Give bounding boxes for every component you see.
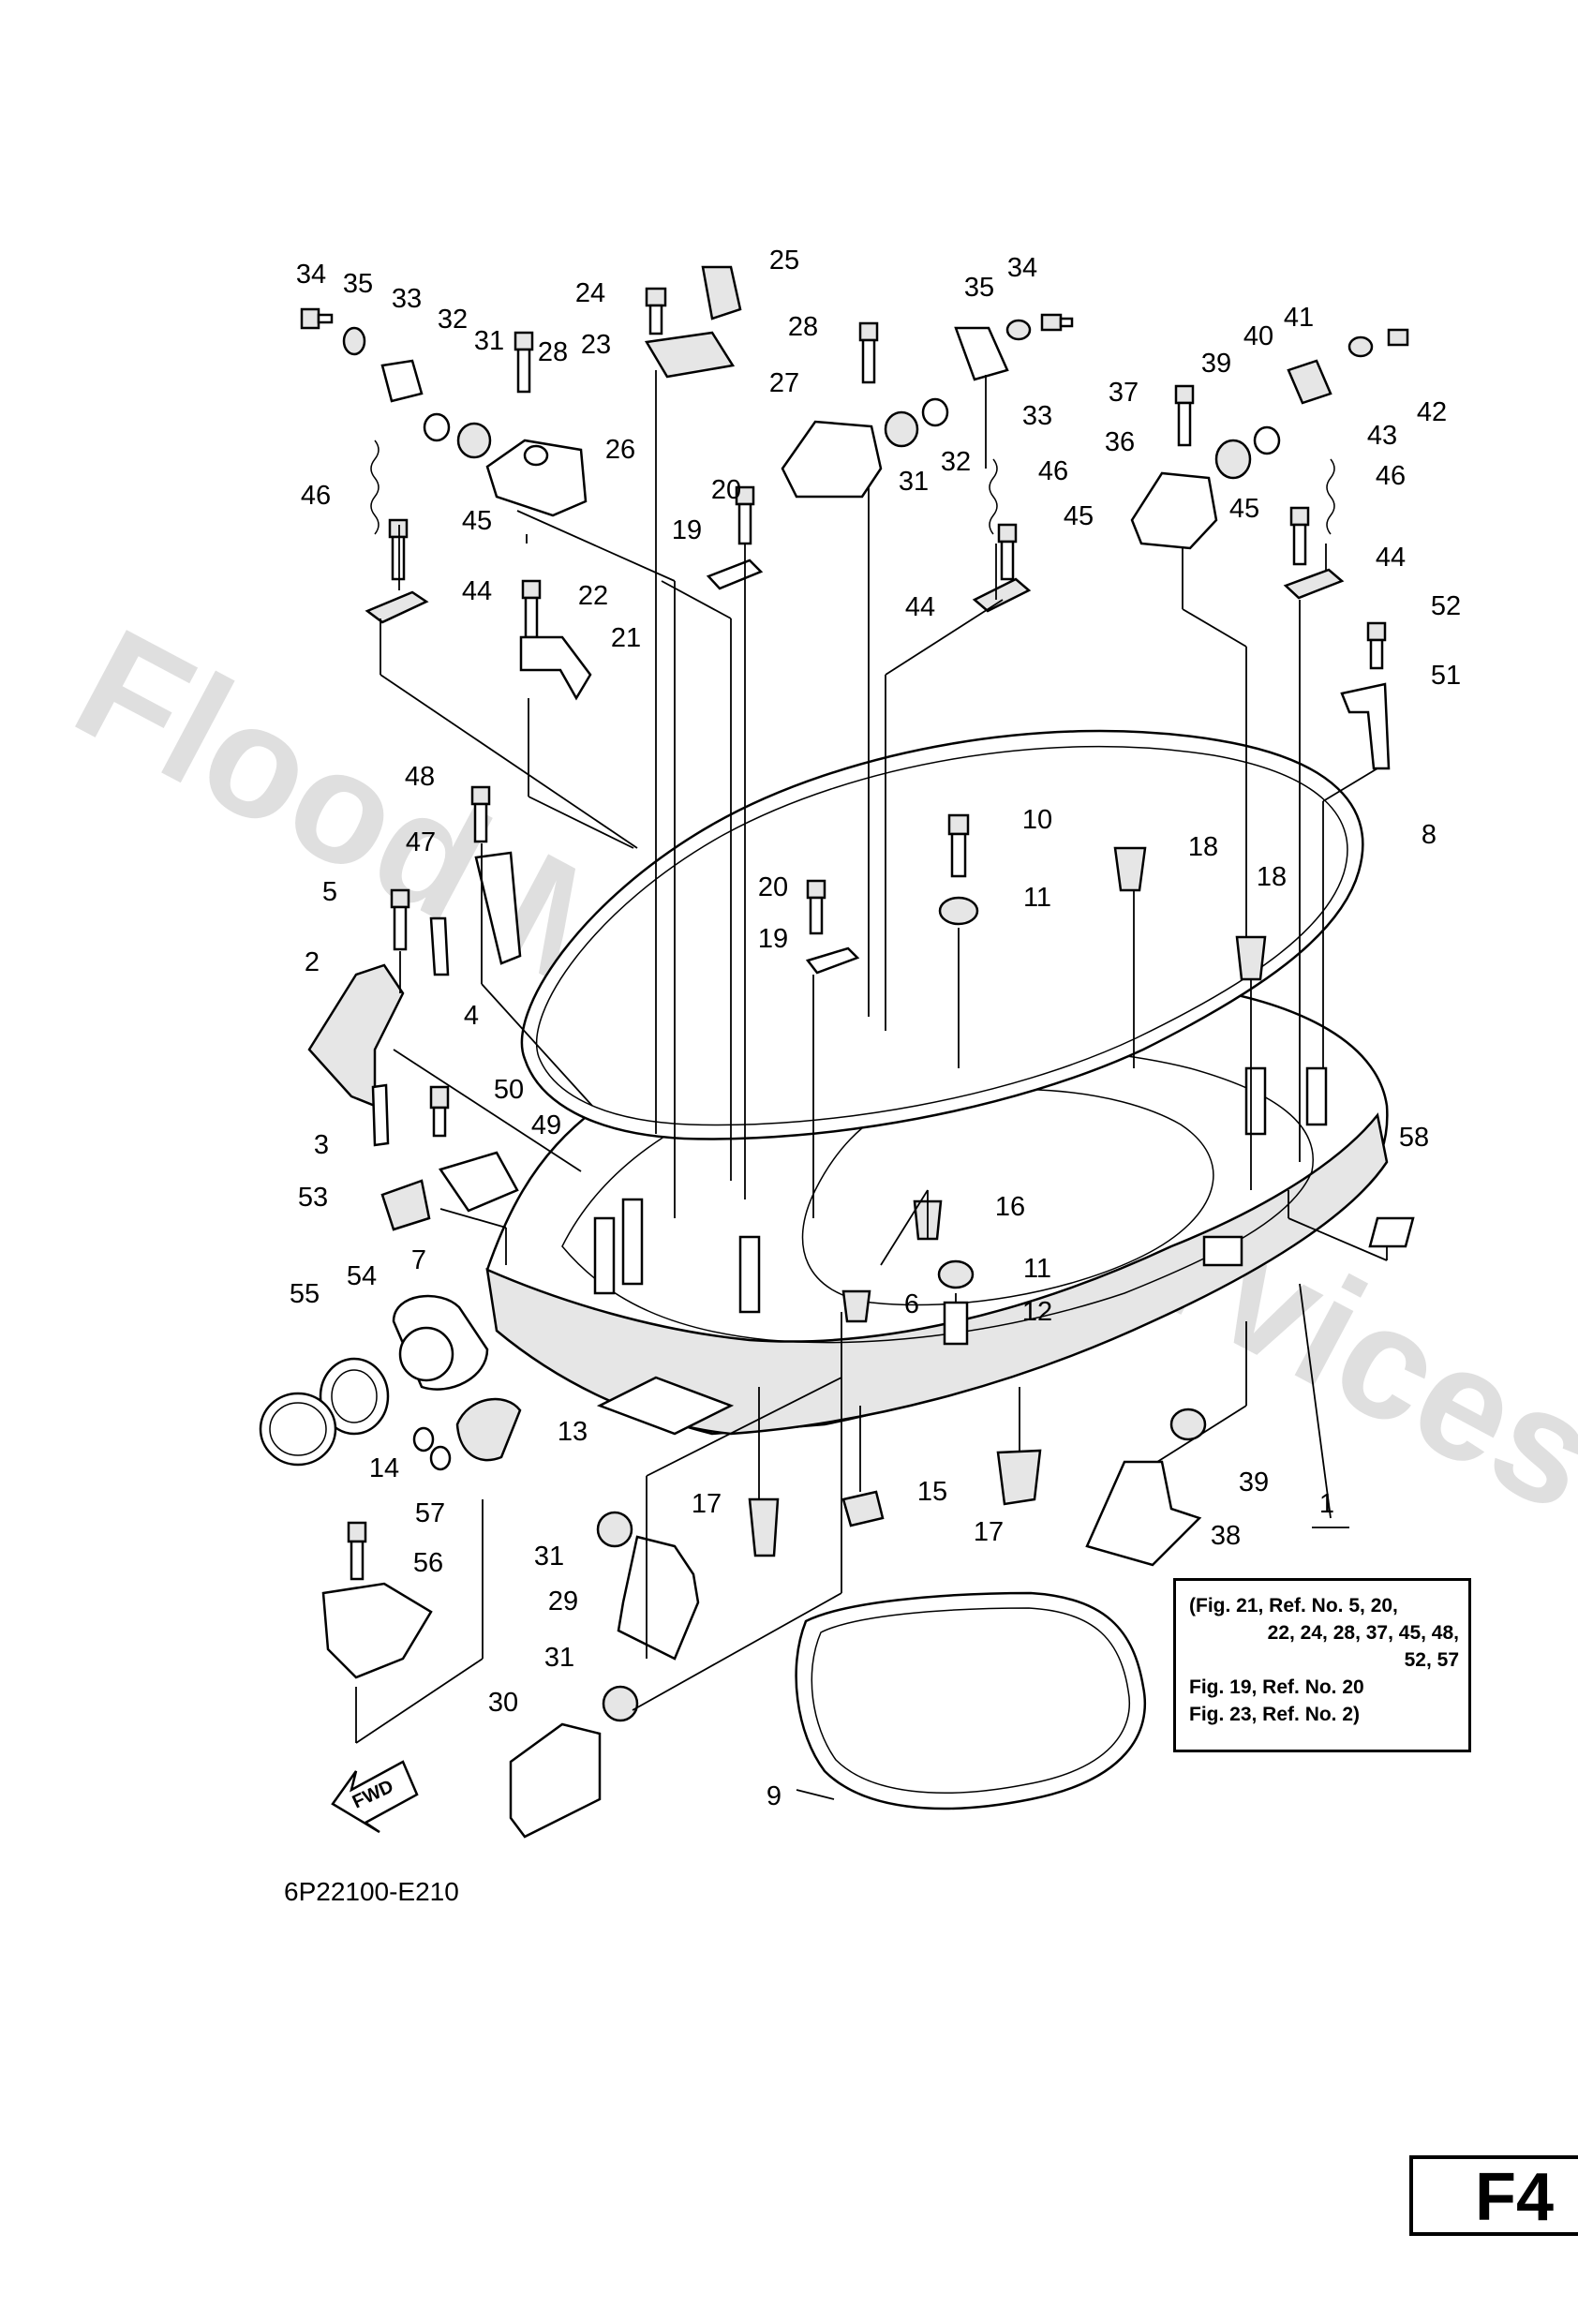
callout-18: 18 xyxy=(1257,862,1287,892)
callout-28: 28 xyxy=(538,337,568,367)
callout-15: 15 xyxy=(917,1477,947,1507)
callout-8: 8 xyxy=(1422,820,1437,850)
callout-31: 31 xyxy=(544,1643,574,1673)
callout-52: 52 xyxy=(1431,591,1461,621)
callout-51: 51 xyxy=(1431,661,1461,691)
callout-35: 35 xyxy=(964,273,994,303)
callout-48: 48 xyxy=(405,762,435,792)
callout-45: 45 xyxy=(1229,494,1259,524)
callout-33: 33 xyxy=(392,284,422,314)
callout-21: 21 xyxy=(611,623,641,653)
callout-39: 39 xyxy=(1239,1467,1269,1497)
callout-13: 13 xyxy=(558,1417,588,1447)
callout-53: 53 xyxy=(298,1183,328,1213)
callout-36: 36 xyxy=(1105,427,1135,457)
callout-14: 14 xyxy=(369,1453,399,1483)
callout-31: 31 xyxy=(474,326,504,356)
callout-57: 57 xyxy=(415,1498,445,1528)
callout-18: 18 xyxy=(1188,832,1218,862)
callout-38: 38 xyxy=(1211,1521,1241,1551)
callout-55: 55 xyxy=(290,1279,320,1309)
callout-11: 11 xyxy=(1023,1254,1051,1284)
callout-40: 40 xyxy=(1243,321,1273,351)
callout-54: 54 xyxy=(347,1261,377,1291)
callout-19: 19 xyxy=(758,924,788,954)
reference-line-3: 52, 57 xyxy=(1404,1649,1459,1671)
callout-20: 20 xyxy=(758,872,788,902)
callout-29: 29 xyxy=(548,1587,578,1616)
callout-44: 44 xyxy=(462,576,492,606)
callout-39: 39 xyxy=(1201,349,1231,379)
callout-4: 4 xyxy=(464,1001,479,1031)
callout-23: 23 xyxy=(581,330,611,360)
callout-32: 32 xyxy=(438,305,468,335)
callout-12: 12 xyxy=(1022,1297,1052,1327)
callout-41: 41 xyxy=(1284,303,1314,333)
callout-10: 10 xyxy=(1022,805,1052,835)
callout-37: 37 xyxy=(1109,378,1139,408)
figure-tab-label: F4 xyxy=(1475,2160,1555,2235)
callout-27: 27 xyxy=(769,368,799,398)
callout-31: 31 xyxy=(534,1542,564,1572)
callout-24: 24 xyxy=(575,278,605,308)
callout-44: 44 xyxy=(1376,543,1406,573)
reference-line-2: 22, 24, 28, 37, 45, 48, xyxy=(1267,1622,1459,1644)
callout-44: 44 xyxy=(905,592,935,622)
callout-22: 22 xyxy=(578,581,608,611)
drawing-code: 6P22100-E210 xyxy=(284,1877,459,1906)
callout-58: 58 xyxy=(1399,1123,1429,1153)
callout-45: 45 xyxy=(1064,501,1094,531)
callout-20: 20 xyxy=(711,475,741,505)
callout-49: 49 xyxy=(531,1110,561,1140)
top-seal-part-8 xyxy=(520,729,1364,1140)
callout-35: 35 xyxy=(343,269,373,299)
callout-46: 46 xyxy=(301,481,331,511)
callout-30: 30 xyxy=(488,1688,518,1718)
figure-tab: F4 xyxy=(1409,2155,1578,2236)
leader-lines xyxy=(355,370,1388,1800)
callout-3: 3 xyxy=(314,1130,329,1160)
callout-50: 50 xyxy=(494,1075,524,1105)
callout-34: 34 xyxy=(296,260,326,290)
callout-11: 11 xyxy=(1023,883,1051,913)
callout-9: 9 xyxy=(767,1781,782,1811)
reference-line-4: Fig. 19, Ref. No. 20 xyxy=(1189,1676,1364,1698)
callout-32: 32 xyxy=(941,447,971,477)
callout-2: 2 xyxy=(305,947,320,977)
callout-19: 19 xyxy=(672,515,702,545)
reference-line-5: Fig. 23, Ref. No. 2) xyxy=(1189,1704,1361,1725)
callout-56: 56 xyxy=(413,1548,443,1578)
callout-46: 46 xyxy=(1038,456,1068,486)
callout-7: 7 xyxy=(411,1245,426,1275)
fwd-arrow-icon xyxy=(331,1760,419,1834)
callout-28: 28 xyxy=(788,312,818,342)
callout-1: 1 xyxy=(1319,1489,1334,1519)
callout-34: 34 xyxy=(1007,253,1037,283)
callout-47: 47 xyxy=(406,827,436,857)
callout-25: 25 xyxy=(769,246,799,276)
reference-line-1: (Fig. 21, Ref. No. 5, 20, xyxy=(1189,1595,1398,1616)
callout-16: 16 xyxy=(995,1192,1025,1222)
callout-5: 5 xyxy=(322,877,337,907)
callout-45: 45 xyxy=(462,506,492,536)
callout-33: 33 xyxy=(1022,401,1052,431)
callout-26: 26 xyxy=(605,435,635,465)
callout-17: 17 xyxy=(692,1489,722,1519)
callout-43: 43 xyxy=(1367,421,1397,451)
callout-17: 17 xyxy=(974,1517,1004,1547)
lower-seal-part-9 xyxy=(795,1591,1147,1810)
callout-31: 31 xyxy=(899,467,929,497)
callout-46: 46 xyxy=(1376,461,1406,491)
reference-note: (Fig. 21, Ref. No. 5, 20, 22, 24, 28, 37… xyxy=(1173,1578,1471,1752)
callout-42: 42 xyxy=(1417,397,1447,427)
callout-6: 6 xyxy=(904,1289,919,1319)
